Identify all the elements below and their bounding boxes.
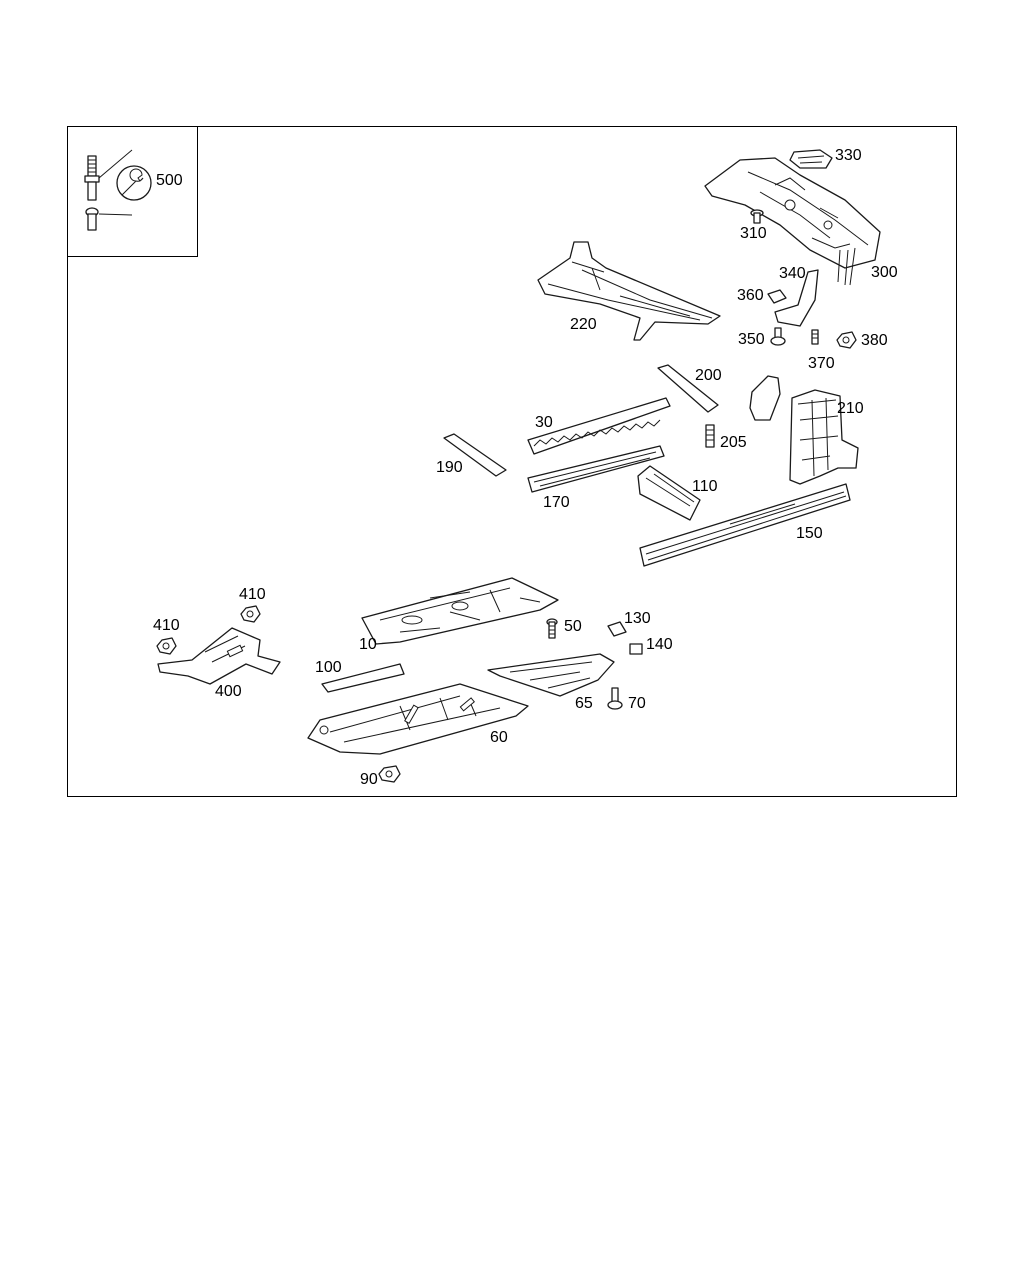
tool-inset-box (67, 126, 198, 257)
part-410-nut-left (156, 637, 177, 655)
leader-line (98, 149, 133, 216)
part-30-sill-reinforcement (527, 397, 671, 455)
part-400-bracket (157, 627, 281, 685)
part-200-strip (657, 364, 719, 413)
part-10-floor-panel (361, 577, 559, 645)
diagram-frame (67, 126, 957, 797)
part-65-panel (487, 653, 615, 697)
label-100: 100 (315, 659, 342, 676)
label-110: 110 (692, 478, 718, 495)
label-150: 150 (796, 525, 823, 542)
part-310-clip (750, 209, 764, 224)
label-140: 140 (646, 636, 673, 653)
part-330-gasket (789, 149, 833, 169)
part-170-sill (527, 445, 665, 493)
label-300: 300 (871, 264, 898, 281)
part-130-clip (607, 621, 627, 637)
label-200: 200 (695, 367, 722, 384)
label-500: 500 (156, 172, 183, 189)
part-350-bolt (770, 327, 786, 346)
part-110-crossmember (637, 465, 701, 521)
label-410-right: 410 (239, 586, 266, 603)
wrench-icon (116, 165, 152, 201)
part-50-bolt (546, 618, 558, 639)
part-300-front-support (704, 157, 881, 286)
part-205-bolt (705, 424, 715, 448)
label-190: 190 (436, 459, 463, 476)
label-50: 50 (564, 618, 582, 635)
bolt-stud-part (84, 155, 100, 231)
part-90-nut (378, 765, 401, 783)
label-340: 340 (779, 265, 806, 282)
label-90: 90 (360, 771, 378, 788)
label-400: 400 (215, 683, 242, 700)
label-130: 130 (624, 610, 651, 627)
label-330: 330 (835, 147, 862, 164)
part-100-strip (321, 663, 405, 693)
part-220-rail (537, 241, 721, 341)
label-350: 350 (738, 331, 765, 348)
label-65: 65 (575, 695, 593, 712)
part-210-panel (749, 375, 859, 485)
label-220: 220 (570, 316, 597, 333)
label-310: 310 (740, 225, 767, 242)
part-410-nut-right (240, 605, 261, 623)
label-205: 205 (720, 434, 747, 451)
part-190-strip (443, 433, 507, 477)
part-60-underfloor-panel (307, 683, 529, 755)
label-70: 70 (628, 695, 646, 712)
label-360: 360 (737, 287, 764, 304)
label-380: 380 (861, 332, 888, 349)
part-140-block (629, 643, 643, 655)
part-380-nut (836, 331, 857, 349)
label-410-left: 410 (153, 617, 180, 634)
label-60: 60 (490, 729, 508, 746)
label-10: 10 (359, 636, 377, 653)
label-170: 170 (543, 494, 570, 511)
label-370: 370 (808, 355, 835, 372)
part-150-sill (639, 483, 851, 567)
label-210: 210 (837, 400, 864, 417)
part-340-bracket (774, 269, 819, 327)
part-70-screw (607, 687, 623, 710)
label-30: 30 (535, 414, 553, 431)
part-370-screw (811, 329, 819, 345)
part-360-clip-nut (767, 289, 787, 304)
